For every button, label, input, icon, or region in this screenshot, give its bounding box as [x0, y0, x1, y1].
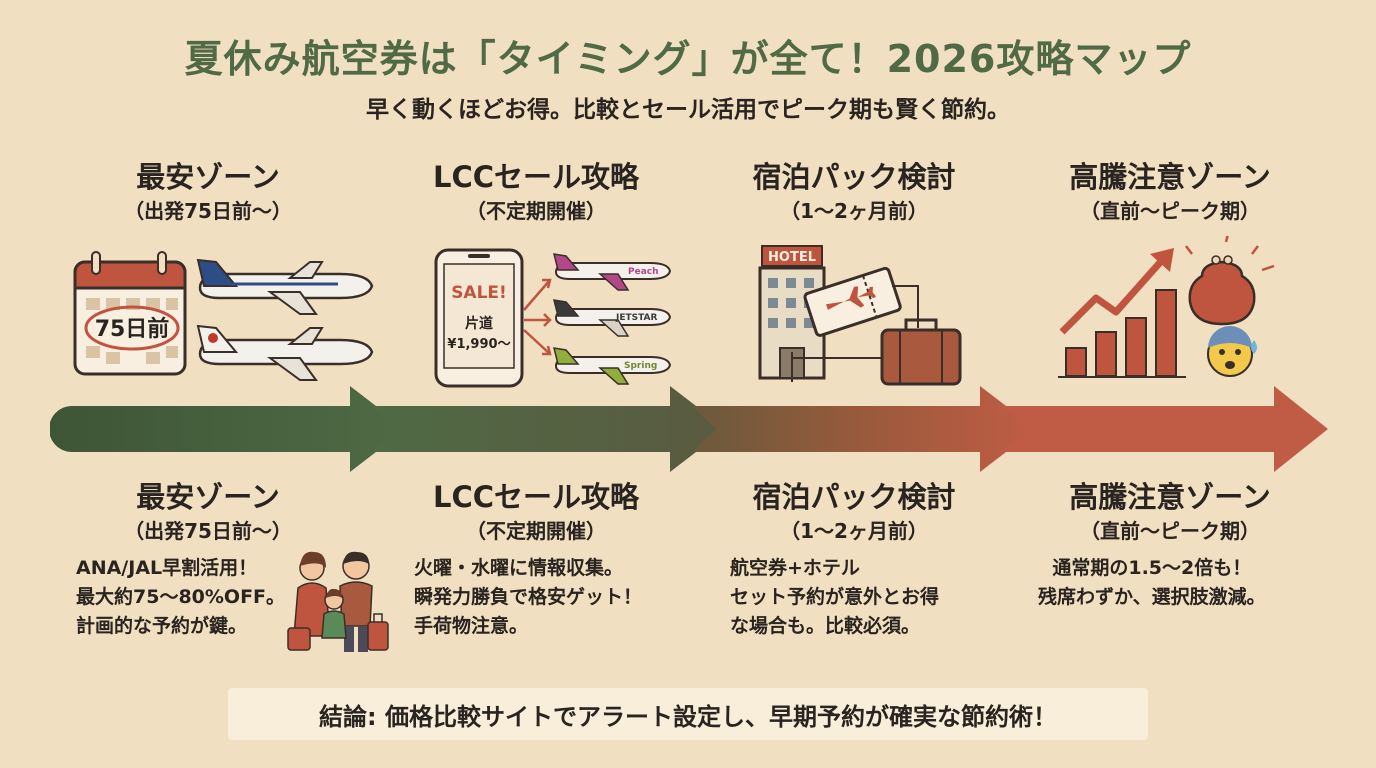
zone-2-bottom-period: （不定期開催） — [466, 519, 606, 543]
suitcase-icon — [880, 318, 962, 386]
zone-4-bottom-heading: 高騰注意ゾーン （直前〜ピーク期） — [1010, 478, 1330, 546]
zone-1-top-period: （出発75日前〜） — [124, 199, 292, 223]
zone-4-bottom-period: （直前〜ピーク期） — [1080, 519, 1260, 543]
hotel-sign-text: HOTEL — [768, 250, 816, 265]
mother-figure — [293, 551, 331, 637]
plane-icon-spring: Spring — [552, 347, 672, 385]
zone-1-desc-line: 最大約75〜80%OFF。 — [76, 586, 286, 608]
phone-line2: ¥1,990〜 — [447, 337, 510, 352]
zone-1-desc-line: ANA/JAL早割活用！ — [76, 557, 258, 579]
zone-1-top-heading: 最安ゾーン （出発75日前〜） — [48, 158, 368, 226]
phone-arrows — [523, 278, 552, 356]
zone-2-desc-line: 火曜・水曜に情報収集。 — [414, 557, 624, 579]
luggage-icon — [287, 613, 389, 651]
plane-icon-jal — [196, 324, 374, 381]
worried-face-icon — [1207, 326, 1257, 377]
page-title: 夏休み航空券は「タイミング」が全て！2026攻略マップ — [184, 37, 1192, 81]
timeline-arrow-2 — [372, 386, 726, 472]
timeline-arrow-4 — [1002, 386, 1328, 472]
zone-2-desc-line: 瞬発力勝負で格安ゲット！ — [414, 586, 643, 608]
plane-label-spring: Spring — [624, 361, 657, 371]
smartphone-icon: SALE! 片道 ¥1,990〜 — [434, 248, 524, 388]
zone-2-bottom-name: LCCセール攻略 — [432, 480, 640, 514]
empty-purse-icon — [1185, 236, 1275, 326]
calendar-icon: 75日前 — [73, 251, 187, 376]
timeline-arrow-1 — [50, 386, 406, 472]
zone-4-desc-line: 通常期の1.5〜2倍も！ — [1052, 557, 1252, 579]
conclusion-text: 結論: 価格比較サイトでアラート設定し、早期予約が確実な節約術！ — [319, 702, 1057, 731]
calendar-label: 75日前 — [95, 316, 170, 342]
child-figure — [321, 588, 347, 639]
conclusion-banner: 結論: 価格比較サイトでアラート設定し、早期予約が確実な節約術！ — [228, 688, 1148, 740]
zone-3-desc-line: な場合も。比較必須。 — [730, 615, 921, 637]
zone-2-desc-line: 手荷物注意。 — [414, 615, 529, 637]
zone-2-top-heading: LCCセール攻略 （不定期開催） — [376, 158, 696, 226]
phone-sale-illustration: SALE! 片道 ¥1,990〜 Peach JETSTAR Spring — [434, 248, 672, 388]
zone-3-top-name: 宿泊パック検討 — [752, 160, 956, 194]
zone-1-bottom-name: 最安ゾーン — [136, 480, 280, 514]
zone-3-desc-line: 航空券+ホテル — [730, 557, 860, 579]
zone-1-bottom-period: （出発75日前〜） — [124, 519, 292, 543]
zone-1-description: ANA/JAL早割活用！ 最大約75〜80%OFF。 計画的な予約が鍵。 — [76, 554, 285, 641]
zone-3-description: 航空券+ホテル セット予約が意外とお得 な場合も。比較必須。 — [730, 554, 939, 641]
timeline-arrows — [50, 386, 1328, 472]
zone-4-description: 通常期の1.5〜2倍も！ 残席わずか、選択肢激減。 — [1038, 554, 1266, 612]
zone-1-desc-line: 計画的な予約が鍵。 — [76, 615, 248, 637]
phone-line1: 片道 — [465, 315, 493, 332]
zone-3-top-period: （1〜2ヶ月前） — [780, 199, 928, 223]
timeline-arrow-3 — [692, 386, 1036, 472]
connector-line-2 — [892, 285, 919, 328]
plane-icon-peach: Peach — [552, 253, 672, 291]
phone-sale-text: SALE! — [451, 283, 507, 303]
zone-4-top-heading: 高騰注意ゾーン （直前〜ピーク期） — [1010, 158, 1330, 226]
calendar-planes-illustration: 75日前 — [73, 251, 374, 381]
zone-2-top-period: （不定期開催） — [466, 199, 606, 223]
zone-4-top-period: （直前〜ピーク期） — [1080, 199, 1260, 223]
connector-line — [791, 352, 884, 359]
zone-3-desc-line: セット予約が意外とお得 — [730, 586, 940, 608]
plane-icon-ana — [196, 258, 374, 315]
zone-3-bottom-name: 宿泊パック検討 — [752, 480, 956, 514]
plane-label-jetstar: JETSTAR — [615, 313, 658, 323]
zone-3-bottom-period: （1〜2ヶ月前） — [780, 519, 928, 543]
family-travel-illustration — [287, 551, 389, 652]
zone-4-bottom-name: 高騰注意ゾーン — [1069, 480, 1271, 514]
plane-icon-jetstar: JETSTAR — [552, 299, 672, 337]
zone-1-bottom-heading: 最安ゾーン （出発75日前〜） — [48, 478, 368, 546]
zone-4-desc-line: 残席わずか、選択肢激減。 — [1038, 586, 1266, 608]
zone-3-bottom-heading: 宿泊パック検討 （1〜2ヶ月前） — [694, 478, 1014, 546]
zone-2-bottom-heading: LCCセール攻略 （不定期開催） — [376, 478, 696, 546]
father-figure — [339, 551, 373, 652]
plane-label-peach: Peach — [628, 267, 659, 277]
zone-1-top-name: 最安ゾーン — [136, 160, 280, 194]
page-subtitle: 早く動くほどお得。比較とセール活用でピーク期も賢く節約。 — [366, 97, 1010, 123]
zone-4-top-name: 高騰注意ゾーン — [1069, 160, 1271, 194]
zone-2-top-name: LCCセール攻略 — [432, 160, 640, 194]
zone-3-top-heading: 宿泊パック検討 （1〜2ヶ月前） — [694, 158, 1014, 226]
zone-2-description: 火曜・水曜に情報収集。 瞬発力勝負で格安ゲット！ 手荷物注意。 — [414, 554, 642, 641]
plane-ticket-icon — [803, 266, 902, 337]
price-rise-illustration — [1058, 236, 1275, 378]
hotel-package-illustration: HOTEL — [758, 245, 962, 386]
rising-bar-chart-icon — [1058, 248, 1186, 378]
